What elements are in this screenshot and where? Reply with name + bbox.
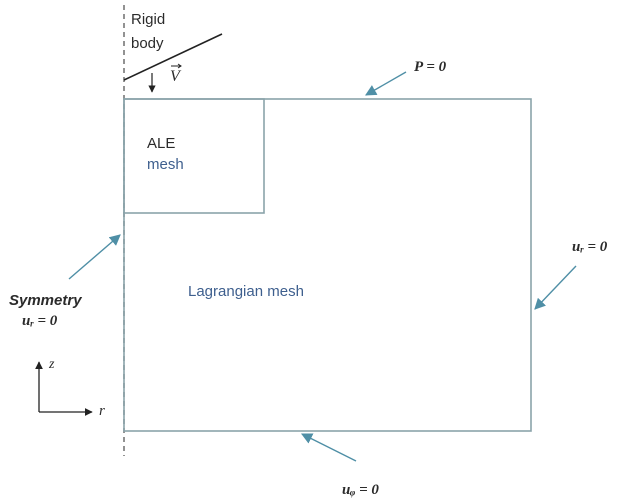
bottom-bc-arrow — [300, 433, 357, 462]
left-bc-arrow — [68, 234, 121, 280]
rigid-body-label-line1: Rigid — [131, 11, 166, 28]
velocity-vector-head — [177, 63, 182, 69]
right-bc-arrow — [534, 265, 577, 310]
top-bc-arrow — [365, 71, 407, 96]
ale-mesh-label-line2: mesh — [147, 156, 184, 173]
symmetry-label: Symmetry — [9, 292, 82, 309]
left-bc-label: uᵣ = 0 — [22, 313, 58, 329]
right-bc-label: uᵣ = 0 — [572, 239, 608, 255]
ale-mesh-label-line1: ALE — [147, 135, 176, 152]
rigid-body-edge — [123, 33, 223, 81]
ale-region — [123, 98, 265, 214]
lagrangian-mesh-label: Lagrangian mesh — [188, 283, 304, 300]
rigid-body-label-line2: body — [131, 35, 164, 52]
velocity-label: V — [170, 68, 180, 85]
r-axis-label: r — [99, 403, 105, 419]
domain-boundary — [123, 98, 532, 432]
z-axis-label: z — [49, 357, 55, 372]
bottom-bc-label: uᵩ = 0 — [342, 482, 379, 498]
top-bc-label: P = 0 — [414, 59, 447, 75]
